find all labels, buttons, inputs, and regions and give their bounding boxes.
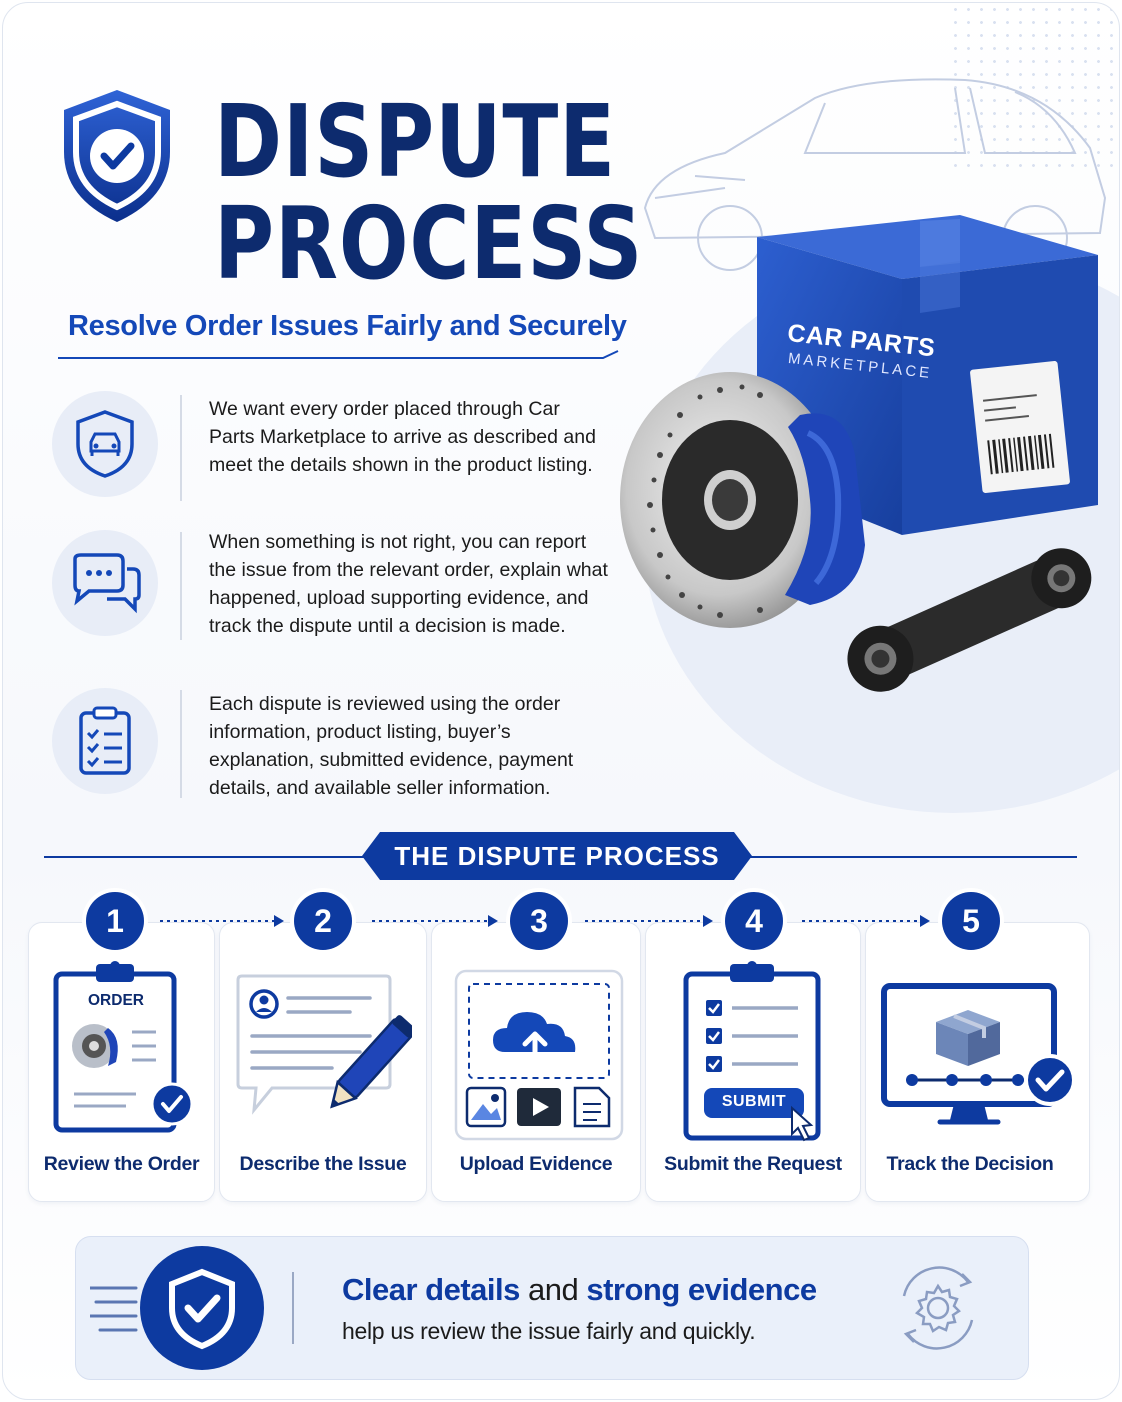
order-clipboard-icon <box>53 961 194 1133</box>
intro-icon-2 <box>52 530 158 636</box>
step-label-5: Track the Decision <box>886 1153 1054 1175</box>
step-number-4: 4 <box>725 892 783 950</box>
step-number-2: 2 <box>294 892 352 950</box>
describe-pencil-icon <box>236 974 412 1115</box>
footer-subline: help us review the issue fairly and quic… <box>342 1318 756 1344</box>
step-arrow-icon <box>160 915 284 927</box>
car-shield-icon <box>76 410 134 478</box>
step-label-2: Describe the Issue <box>239 1153 407 1175</box>
step-label-4: Submit the Request <box>664 1153 842 1175</box>
product-illustration <box>620 215 1098 692</box>
intro-separator-3 <box>180 690 182 798</box>
step-label-3: Upload Evidence <box>459 1153 613 1175</box>
step-number-1: 1 <box>86 892 144 950</box>
upload-cloud-icon <box>454 969 624 1141</box>
video-file-icon <box>517 1088 561 1126</box>
page-title-line1: DISPUTE <box>214 83 617 200</box>
fast-shield-icon <box>90 1246 264 1370</box>
clipboard-checklist-icon <box>79 706 131 775</box>
gear-refresh-icon <box>902 1266 974 1350</box>
subtitle-underline <box>58 350 619 359</box>
page-title-line2: PROCESS <box>214 185 644 302</box>
suspension-link <box>847 548 1092 692</box>
intro-text-1: We want every order placed through Car P… <box>209 398 596 476</box>
step-label-1: Review the Order <box>43 1153 200 1175</box>
track-monitor-icon <box>881 983 1076 1125</box>
intro-separator-1 <box>180 395 182 501</box>
intro-icon-1 <box>52 391 158 497</box>
step-arrow-icon <box>372 915 498 927</box>
step-arrow-icon <box>585 915 713 927</box>
process-rule-left <box>44 856 374 858</box>
step-number-3: 3 <box>510 892 568 950</box>
intro-separator-2 <box>180 532 182 640</box>
step-number-5: 5 <box>942 892 1000 950</box>
shield-check-icon <box>64 90 170 222</box>
process-banner <box>362 832 752 880</box>
submit-button-label: SUBMIT <box>721 1093 787 1110</box>
image-file-icon <box>465 1086 507 1128</box>
footer-emphasis-1: Clear details <box>342 1272 520 1307</box>
step-arrow-icon <box>802 915 930 927</box>
shipping-label <box>970 361 1070 493</box>
submit-clipboard-icon <box>683 961 821 1142</box>
barcode-icon <box>987 433 1055 475</box>
chat-bubbles-icon <box>73 553 141 614</box>
footer-headline: Clear details and strong evidence <box>342 1272 817 1308</box>
footer-separator <box>292 1272 294 1344</box>
process-heading: THE DISPUTE PROCESS <box>394 841 720 871</box>
document-file-icon <box>573 1086 611 1128</box>
footer-emphasis-2: strong evidence <box>586 1272 817 1307</box>
page-subtitle: Resolve Order Issues Fairly and Securely <box>68 310 627 342</box>
footer-connector: and <box>519 1272 587 1307</box>
intro-text-3: Each dispute is reviewed using the order… <box>209 693 574 799</box>
brake-disc <box>620 372 840 628</box>
intro-text-2: When something is not right, you can rep… <box>209 531 608 637</box>
process-rule-right <box>742 856 1077 858</box>
intro-icon-3 <box>52 688 158 794</box>
order-label: ORDER <box>88 992 144 1009</box>
dot-pattern <box>949 3 1119 173</box>
brake-caliper <box>785 413 865 605</box>
package-icon <box>936 1010 1000 1066</box>
